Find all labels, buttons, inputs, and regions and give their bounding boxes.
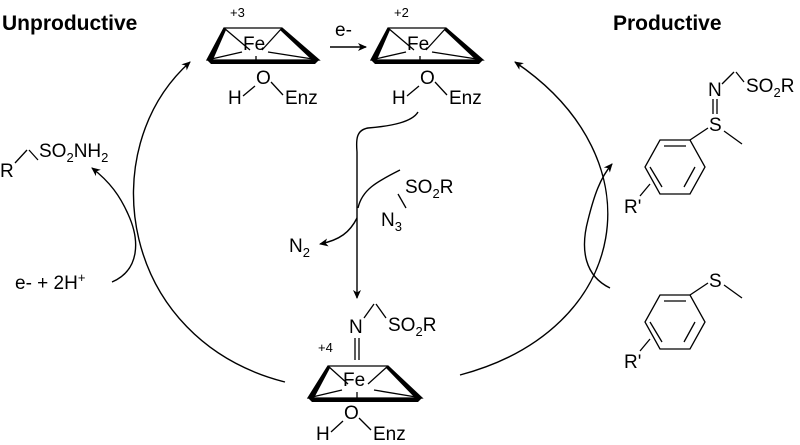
fe2-oxygen: O <box>420 68 435 89</box>
fe4-oxygen: O <box>344 403 359 424</box>
sulfide-s-label: S <box>709 271 722 292</box>
sulfonamide-group-label: SO2NH2 <box>39 141 108 165</box>
nitrene-so-label: SO2R <box>388 315 436 339</box>
fe2-iron-label: Fe <box>407 34 429 55</box>
fe3-complex: +3 Fe O H Enz <box>205 5 321 109</box>
dinitrogen-label: N2 <box>289 236 310 260</box>
nitrene-n-label: N <box>349 317 363 338</box>
fe3-enzyme: Enz <box>285 88 318 109</box>
productive-arc <box>459 61 609 376</box>
productive-heading: Productive <box>613 12 722 35</box>
sulfide-substrate: S R' <box>624 271 743 373</box>
fe3-oxygen: O <box>256 68 271 89</box>
sulfimide-n-label: N <box>708 80 722 101</box>
electron-label: e- <box>335 20 352 41</box>
fe2-hydrogen: H <box>392 88 406 109</box>
fe2-complex: +2 Fe O H Enz <box>369 5 485 109</box>
fe4-iron-label: Fe <box>343 370 365 391</box>
unproductive-heading: Unproductive <box>2 12 137 35</box>
fe3-iron-label: Fe <box>243 34 265 55</box>
sulfonamide-branch-arrow <box>91 167 137 283</box>
sulfonyl-azide: SO2R N3 <box>381 177 453 234</box>
sulfonamide-r-label: R <box>0 161 14 182</box>
sulfide-r-prime-label: R' <box>624 352 641 373</box>
fe2-enzyme: Enz <box>449 88 482 109</box>
fe4-enzyme: Enz <box>373 424 406 445</box>
sulfimide-product: S N SO2R R' <box>624 71 794 218</box>
sulfimide-s-label: S <box>709 115 722 136</box>
fe3-oxidation-state: +3 <box>230 5 245 20</box>
sulfimidation-branch-arrow <box>583 163 613 289</box>
n2-release-arrow <box>319 217 358 247</box>
sulfonamide: R SO2NH2 <box>0 141 108 182</box>
azide-so-label: SO2R <box>405 177 453 201</box>
fe3-hydrogen: H <box>228 88 242 109</box>
fe4-oxidation-state: +4 <box>318 340 333 355</box>
sulfimide-r-prime-label: R' <box>624 197 641 218</box>
fe2-oxidation-state: +2 <box>394 5 409 20</box>
azide-n-label: N3 <box>381 210 402 234</box>
sulfimide-so-label: SO2R <box>746 76 794 100</box>
azide-entry-curve <box>357 169 401 209</box>
fe4-nitrene-complex: N SO2R +4 Fe O H Enz <box>306 303 436 445</box>
electrons-protons-label: e- + 2H+ <box>15 270 85 294</box>
unproductive-arc <box>132 61 286 383</box>
fe4-hydrogen: H <box>316 424 330 445</box>
azide-transfer-arrow <box>353 111 419 299</box>
